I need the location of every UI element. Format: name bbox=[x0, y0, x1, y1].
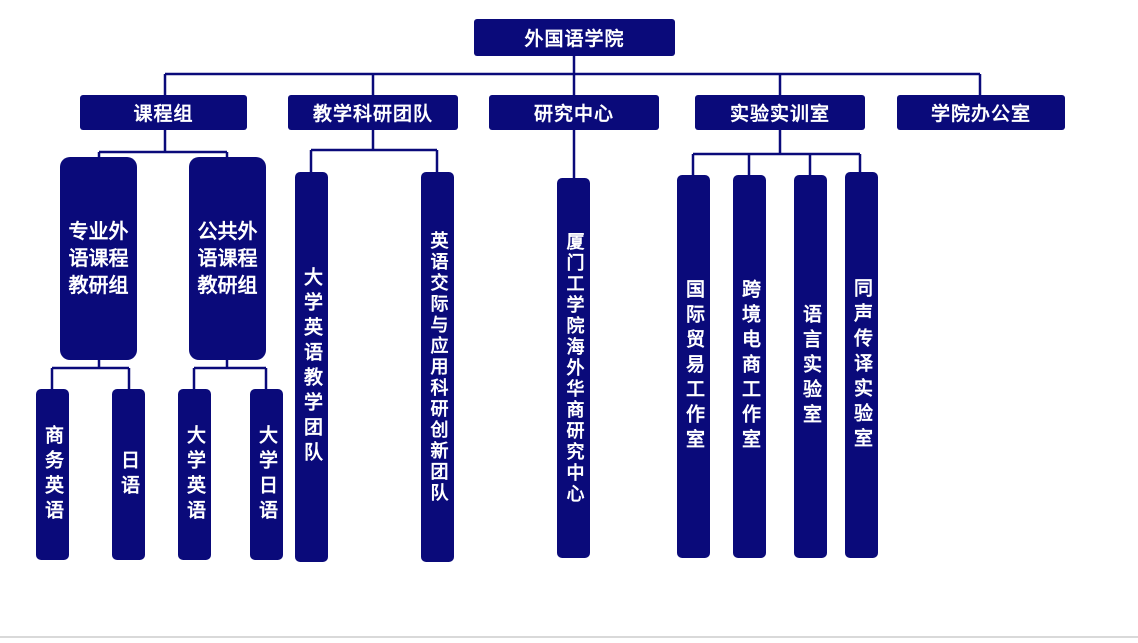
lab-trade-studio: 国际贸易工作室 bbox=[677, 175, 710, 558]
dept-teams: 教学科研团队 bbox=[288, 95, 458, 130]
connector-public-units bbox=[192, 360, 268, 389]
lab-language-lab: 语言实验室 bbox=[794, 175, 827, 558]
course-unit-college-japanese: 大学日语 bbox=[250, 389, 283, 560]
dept-course: 课程组 bbox=[80, 95, 247, 130]
bottom-divider bbox=[0, 636, 1138, 638]
research-center-overseas-chinese: 厦门工学院海外华商研究中心 bbox=[557, 178, 590, 558]
course-unit-college-english: 大学英语 bbox=[178, 389, 211, 560]
lab-ecommerce-studio: 跨境电商工作室 bbox=[733, 175, 766, 558]
course-unit-japanese: 日语 bbox=[112, 389, 145, 560]
course-group-public: 公共外语课程教研组 bbox=[189, 157, 266, 360]
connector-teams bbox=[309, 130, 439, 172]
team-english-comm: 英语交际与应用科研创新团队 bbox=[421, 172, 454, 562]
team-college-english: 大学英语教学团队 bbox=[295, 172, 328, 562]
dept-office: 学院办公室 bbox=[897, 95, 1065, 130]
dept-labs: 实验实训室 bbox=[695, 95, 865, 130]
root-node: 外国语学院 bbox=[474, 19, 675, 56]
connector-course-groups bbox=[97, 130, 229, 157]
connector-labs bbox=[691, 130, 862, 175]
course-group-major: 专业外语课程教研组 bbox=[60, 157, 137, 360]
course-unit-biz-english: 商务英语 bbox=[36, 389, 69, 560]
lab-interpreting-lab: 同声传译实验室 bbox=[845, 172, 878, 558]
dept-research: 研究中心 bbox=[489, 95, 659, 130]
connector-major-units bbox=[50, 360, 131, 389]
